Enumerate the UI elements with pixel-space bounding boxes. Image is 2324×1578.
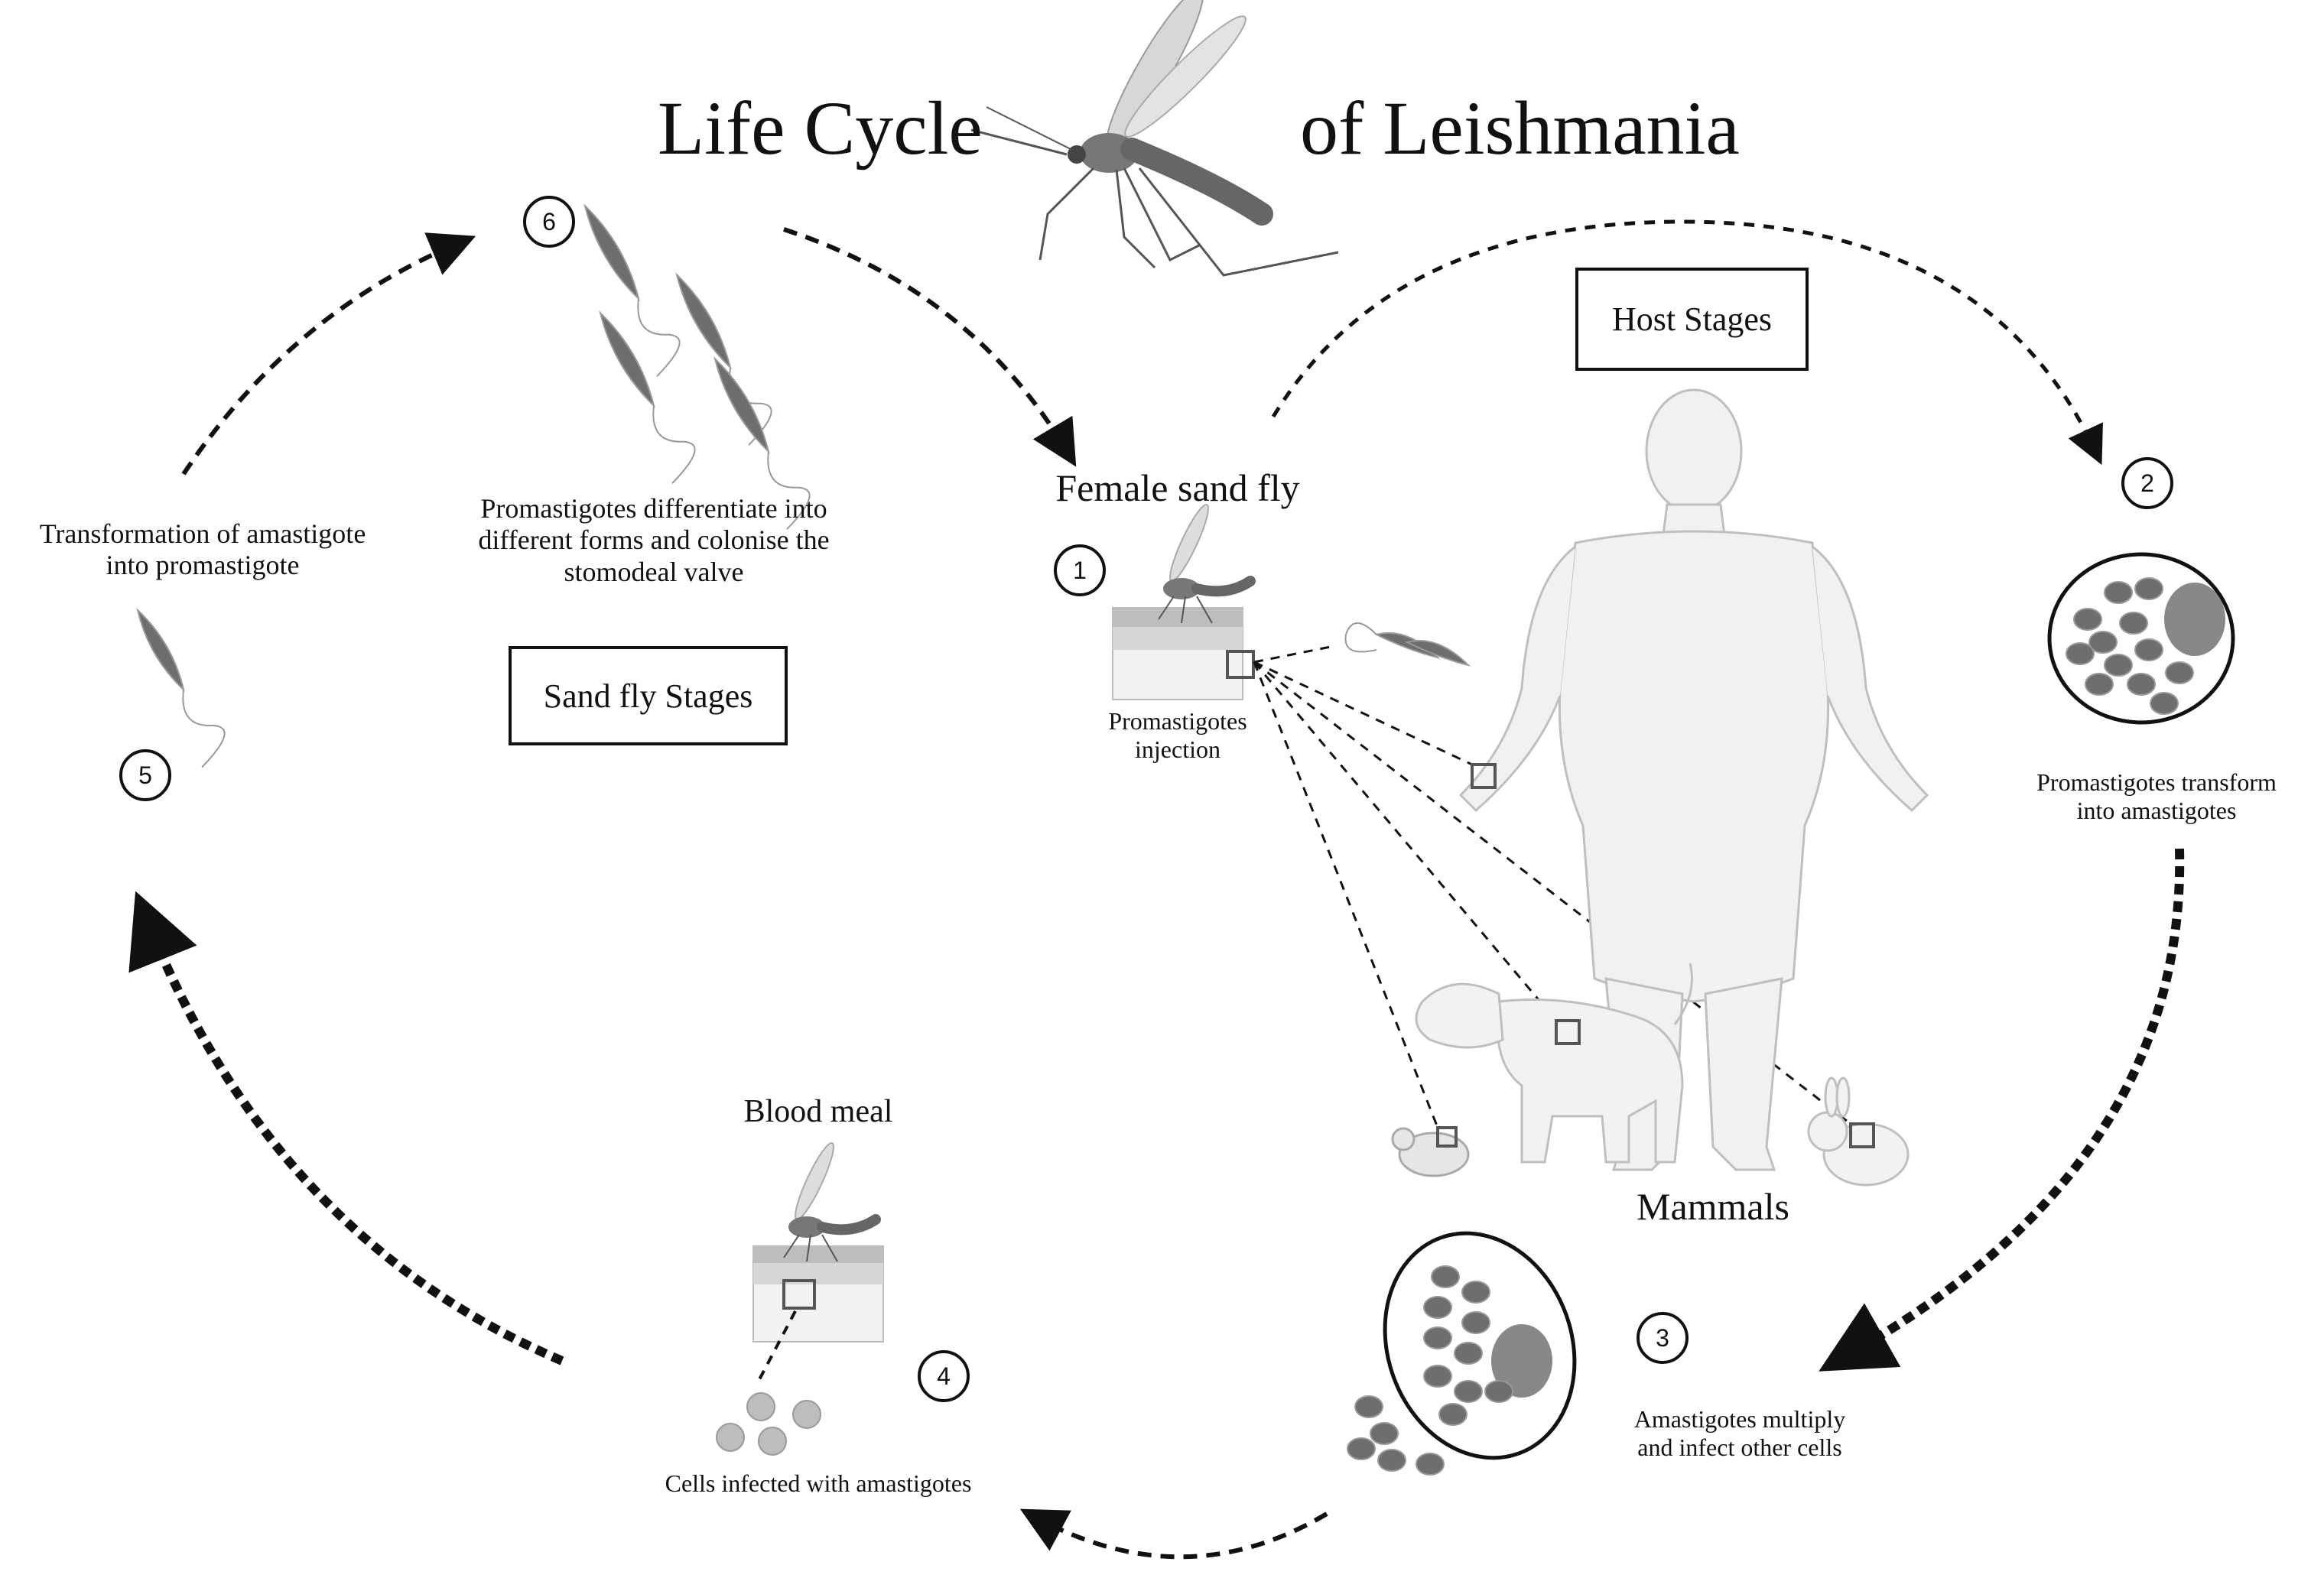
hand-target-box	[1471, 763, 1497, 789]
step-6-marker: 6	[523, 196, 575, 248]
skin-section-4	[752, 1245, 884, 1343]
dog-target-box	[1555, 1019, 1581, 1045]
sandfly-1-icon	[1158, 503, 1256, 624]
sandfly-stages-box: Sand fly Stages	[509, 646, 788, 745]
arrow-6-to-1	[783, 227, 1077, 467]
step-4-marker: 4	[918, 1350, 970, 1402]
mouse-target-box	[1436, 1126, 1458, 1148]
title-mosquito-icon	[970, 0, 1339, 277]
step-5-marker: 5	[119, 749, 171, 801]
blood-meal-line	[756, 1310, 797, 1385]
rabbit-figure	[1807, 1076, 1910, 1187]
host-stages-box: Host Stages	[1575, 268, 1809, 371]
arrow-5-to-6	[181, 232, 476, 476]
step-1-marker: 1	[1054, 544, 1106, 596]
mammals-label: Mammals	[1637, 1185, 1789, 1228]
blood-meal-label: Blood meal	[743, 1094, 893, 1129]
title-right: of Leishmania	[1300, 86, 1740, 170]
arrow-3-to-4	[1019, 1508, 1328, 1560]
promastigotes-group-6	[583, 203, 811, 530]
cells-infected-label: Cells infected with amastigotes	[665, 1469, 972, 1497]
dog-figure	[1415, 963, 1693, 1164]
promastigotes-injection-label: Promastigotes injection	[1108, 707, 1247, 763]
amastigotes-multiply-label: Amastigotes multiply and infect other ce…	[1633, 1405, 1846, 1461]
arrow-1-to-2	[1271, 219, 2103, 466]
female-sand-fly-label: Female sand fly	[1055, 466, 1300, 509]
rabbit-target-box	[1849, 1122, 1875, 1148]
arrow-4-to-5	[128, 891, 564, 1365]
sandfly-4-icon	[783, 1141, 881, 1262]
infected-cells	[716, 1392, 821, 1456]
amastigote-cell-3	[1347, 1231, 1577, 1476]
promastigotes-differentiate-label: Promastigotes differentiate into differe…	[478, 493, 830, 587]
step-3-marker: 3	[1637, 1312, 1689, 1364]
skin-section-1	[1112, 607, 1255, 700]
title-left: Life Cycle	[658, 86, 983, 170]
promastigote-5	[136, 608, 226, 768]
mouse-figure	[1391, 1127, 1470, 1177]
promastigotes-transform-label: Promastigotes transform into amastigotes	[2036, 768, 2277, 824]
amastigote-cell-2	[2047, 552, 2235, 725]
step-2-marker: 2	[2121, 457, 2173, 509]
transformation-label: Transformation of amastigote into promas…	[39, 518, 366, 581]
arrow-2-to-3	[1819, 848, 2185, 1372]
injected-promastigotes	[1344, 622, 1471, 667]
